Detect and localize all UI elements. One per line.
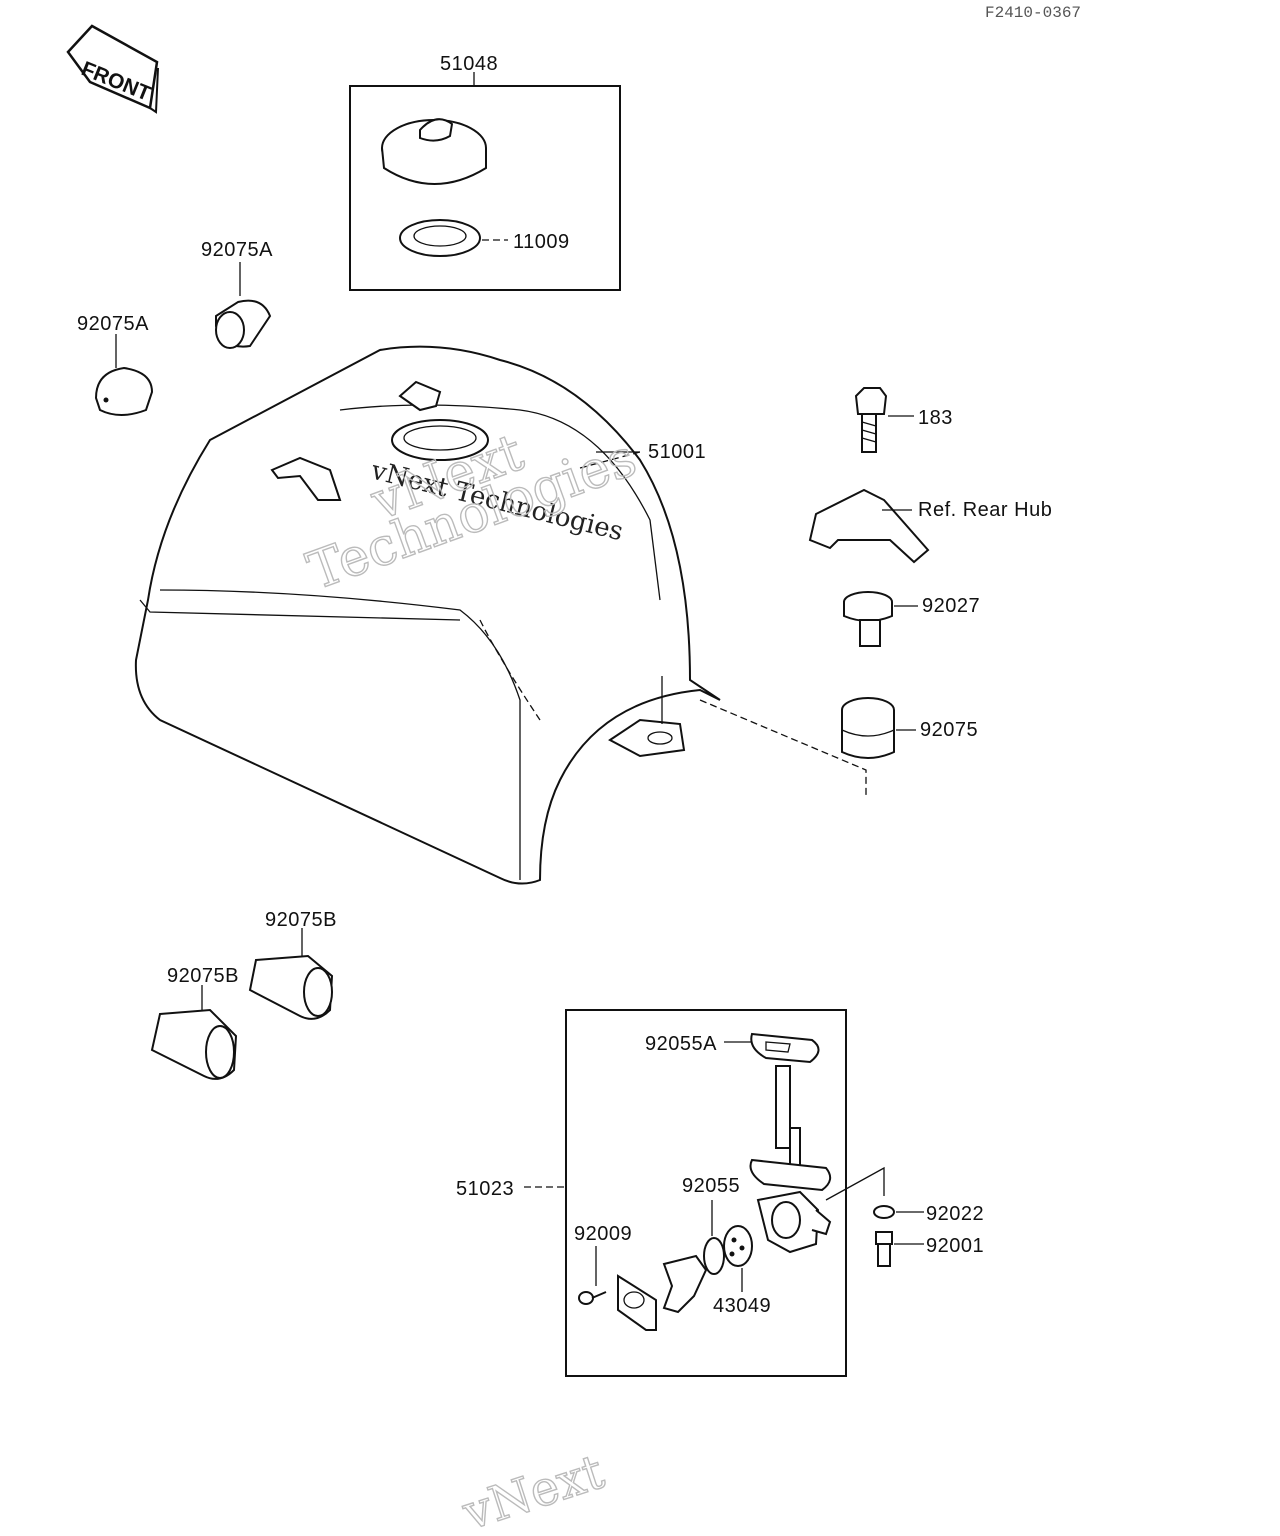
label-92022: 92022	[926, 1203, 984, 1225]
label-92075A-left: 92075A	[77, 313, 149, 335]
fuel-tank-51001	[134, 345, 867, 885]
label-92009: 92009	[574, 1223, 632, 1245]
label-92075: 92075	[920, 719, 978, 741]
label-92075B-left: 92075B	[167, 965, 239, 987]
diagram-code: F2410-0367	[985, 4, 1081, 22]
fuel-cock-box	[524, 1009, 924, 1377]
label-92055A: 92055A	[645, 1033, 717, 1055]
label-183: 183	[918, 407, 953, 429]
rear-hub-bracket	[808, 488, 930, 564]
label-92075A-top: 92075A	[201, 239, 273, 261]
watermark-bottom: vNext	[455, 1444, 610, 1536]
rubber-92075B-top	[248, 928, 334, 1020]
label-92055: 92055	[682, 1175, 740, 1197]
label-11009: 11009	[513, 231, 570, 253]
cap-assembly-box	[349, 72, 621, 291]
label-51001: 51001	[648, 441, 706, 463]
bolt-183	[854, 387, 914, 453]
label-ref-rear-hub: Ref. Rear Hub	[918, 499, 1052, 521]
label-43049: 43049	[713, 1295, 771, 1317]
rubber-92075A-left	[94, 334, 154, 416]
front-arrow-icon: FRONT	[66, 24, 159, 114]
label-92027: 92027	[922, 595, 980, 617]
label-92001: 92001	[926, 1235, 984, 1257]
label-51023: 51023	[456, 1178, 514, 1200]
collar-92027	[843, 591, 918, 647]
rubber-92075B-left	[150, 985, 238, 1080]
damper-92075	[841, 697, 916, 759]
label-51048: 51048	[440, 53, 498, 75]
label-92075B-top: 92075B	[265, 909, 337, 931]
rubber-92075A-top	[215, 262, 272, 349]
